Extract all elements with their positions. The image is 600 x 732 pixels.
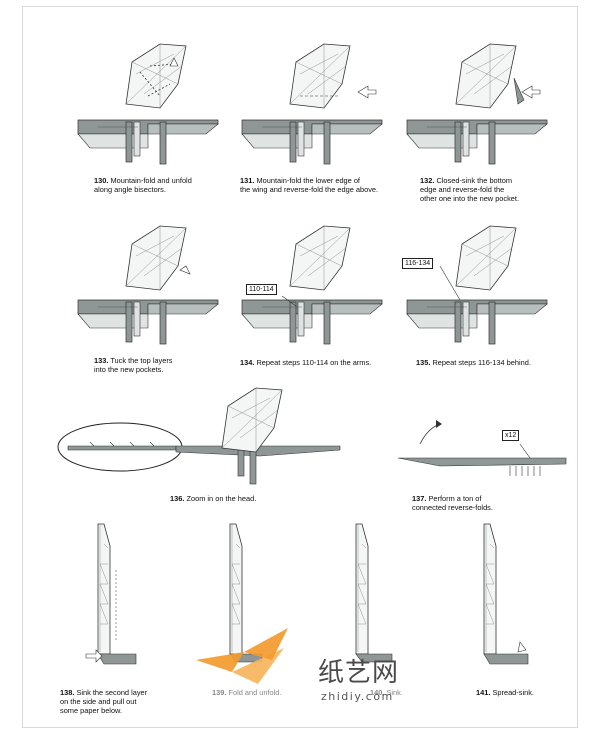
step-139-caption: 139. Fold and unfold. — [212, 688, 282, 697]
diagram-step-135 — [406, 225, 548, 345]
step-140-caption: 140. Sink. — [370, 688, 403, 697]
diagram-step-138 — [85, 523, 137, 665]
diagram-step-134 — [241, 225, 383, 345]
diagram-step-136 — [57, 387, 341, 485]
diagram-step-133 — [77, 225, 219, 345]
step-135-caption: 135. Repeat steps 116-134 behind. — [416, 358, 531, 367]
ref-label-116-134: 116-134 — [402, 258, 434, 269]
diagram-step-140 — [355, 523, 393, 663]
step-137-caption: 137. Perform a ton of connected reverse-… — [412, 494, 493, 512]
step-130-caption: 130. Mountain-fold and unfold along angl… — [94, 176, 192, 194]
watermark-url: zhidiy.com — [321, 690, 394, 703]
step-131-caption: 131. Mountain-fold the lower edge of the… — [240, 176, 379, 194]
step-141-caption: 141. Spread-sink. — [476, 688, 534, 697]
watermark-logo — [196, 628, 288, 684]
diagram-step-130 — [77, 43, 219, 165]
diagram-step-131 — [241, 43, 383, 165]
ref-label-x12: x12 — [502, 430, 520, 441]
diagram-step-132 — [406, 43, 548, 165]
step-136-caption: 136. Zoom in on the head. — [170, 494, 257, 503]
watermark-text: 纸艺网 — [318, 658, 400, 688]
diagram-step-141 — [483, 523, 529, 665]
diagram-step-137 — [397, 420, 567, 476]
ref-label-110-114: 110-114 — [246, 284, 277, 295]
step-134-caption: 134. Repeat steps 110-114 on the arms. — [240, 358, 372, 367]
step-132-caption: 132. Closed-sink the bottom edge and rev… — [420, 176, 520, 203]
step-133-caption: 133. Tuck the top layers into the new po… — [94, 356, 173, 374]
diagram-step-139 — [229, 523, 263, 663]
step-138-caption: 138. Sink the second layer on the side a… — [60, 688, 148, 715]
